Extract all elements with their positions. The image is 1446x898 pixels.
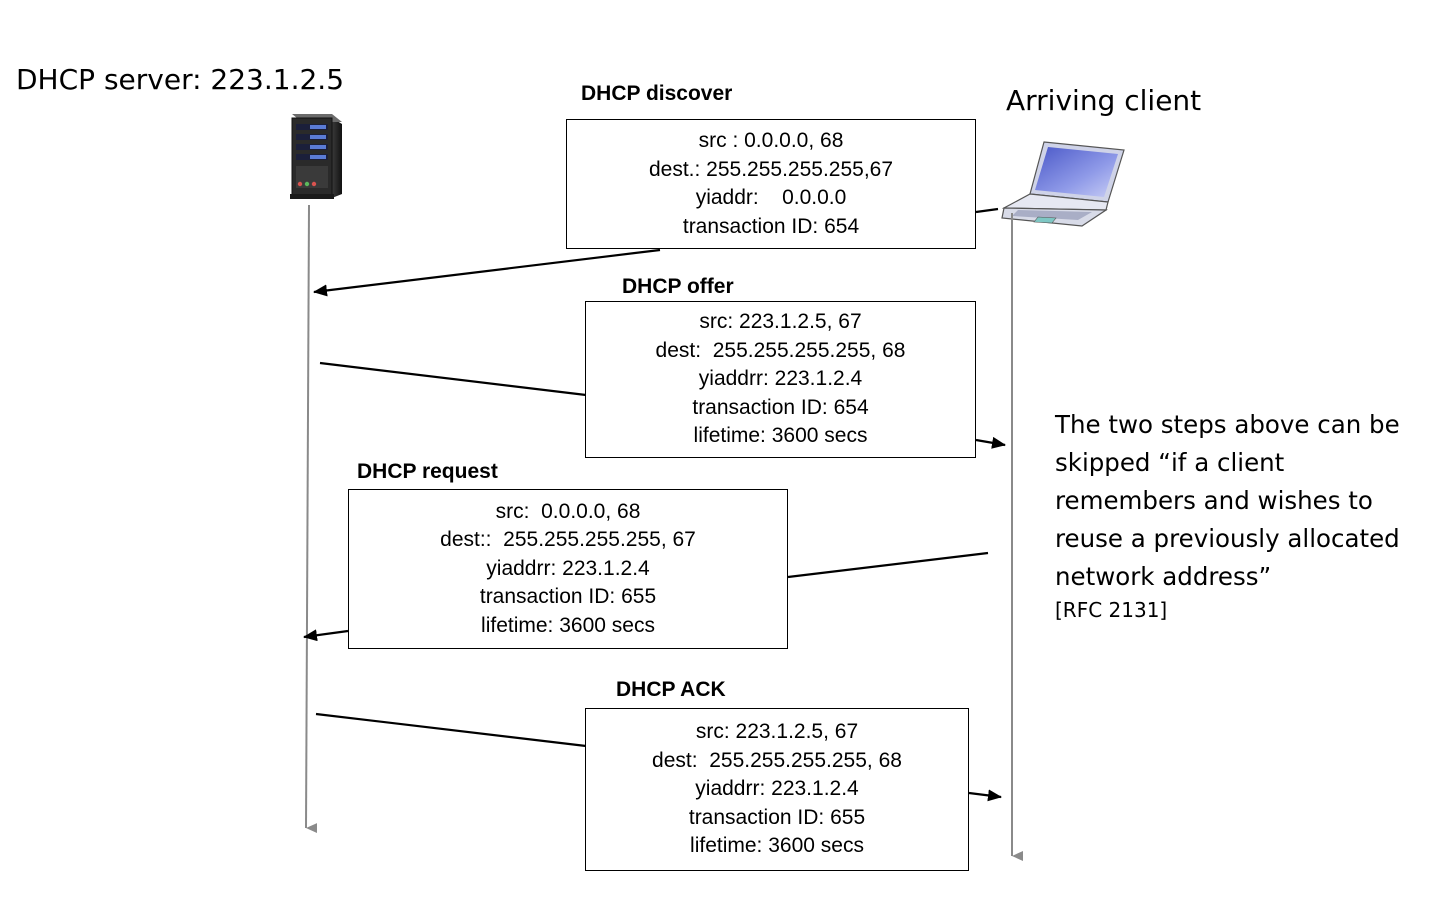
- offer-transaction-id: transaction ID: 654: [692, 395, 869, 419]
- request-line-right: [787, 551, 989, 579]
- offer-src: src: 223.1.2.5, 67: [699, 310, 862, 334]
- discover-transaction-id: transaction ID: 654: [682, 214, 860, 238]
- request-lifetime: lifetime: 3600 secs: [481, 613, 655, 637]
- ack-lifetime: lifetime: 3600 secs: [690, 834, 864, 858]
- discover-src: src : 0.0.0.0, 68: [698, 129, 844, 152]
- ack-title: DHCP ACK: [616, 678, 726, 701]
- request-dest: dest:: 255.255.255.255, 67: [440, 528, 696, 552]
- ack-transaction-id: transaction ID: 655: [688, 805, 866, 829]
- offer-lifetime: lifetime: 3600 secs: [693, 424, 868, 448]
- ack-yiaddr: yiaddrr: 223.1.2.4: [695, 777, 859, 801]
- discover-box: src : 0.0.0.0, 68 dest.: 255.255.255.255…: [566, 119, 976, 249]
- request-yiaddr: yiaddrr: 223.1.2.4: [486, 556, 650, 580]
- request-arrow: [303, 629, 349, 642]
- ack-arrow: [968, 789, 1002, 802]
- server-lifeline: [305, 204, 318, 834]
- discover-line-right: [975, 207, 999, 214]
- ack-line-left: [315, 712, 587, 748]
- server-label: DHCP server: 223.1.2.5: [16, 63, 345, 96]
- ack-src: src: 223.1.2.5, 67: [695, 720, 859, 744]
- discover-yiaddr: yiaddr: 0.0.0.0: [695, 186, 847, 209]
- request-transaction-id: transaction ID: 655: [479, 585, 657, 609]
- offer-arrow: [975, 436, 1006, 449]
- offer-line-left: [319, 361, 587, 397]
- ack-box: src: 223.1.2.5, 67 dest: 255.255.255.255…: [585, 708, 969, 871]
- rfc-reference: [RFC 2131]: [1055, 598, 1168, 622]
- offer-dest: dest: 255.255.255.255, 68: [655, 338, 906, 362]
- client-label: Arriving client: [1006, 84, 1202, 117]
- discover-title: DHCP discover: [581, 82, 733, 105]
- request-src: src: 0.0.0.0, 68: [495, 499, 641, 523]
- offer-title: DHCP offer: [622, 275, 734, 298]
- discover-arrow: [313, 248, 661, 297]
- offer-yiaddr: yiaddrr: 223.1.2.4: [698, 367, 863, 391]
- request-box: src: 0.0.0.0, 68 dest:: 255.255.255.255,…: [348, 489, 788, 649]
- ack-dest: dest: 255.255.255.255, 68: [652, 748, 902, 772]
- skip-note: The two steps above can be skipped “if a…: [1055, 406, 1430, 624]
- discover-dest: dest.: 255.255.255.255,67: [648, 157, 894, 181]
- skip-note-text: The two steps above can be skipped “if a…: [1055, 410, 1400, 591]
- offer-box: src: 223.1.2.5, 67 dest: 255.255.255.255…: [585, 301, 976, 458]
- laptop-icon: [1001, 141, 1125, 227]
- server-icon: [290, 114, 342, 199]
- request-title: DHCP request: [357, 460, 498, 483]
